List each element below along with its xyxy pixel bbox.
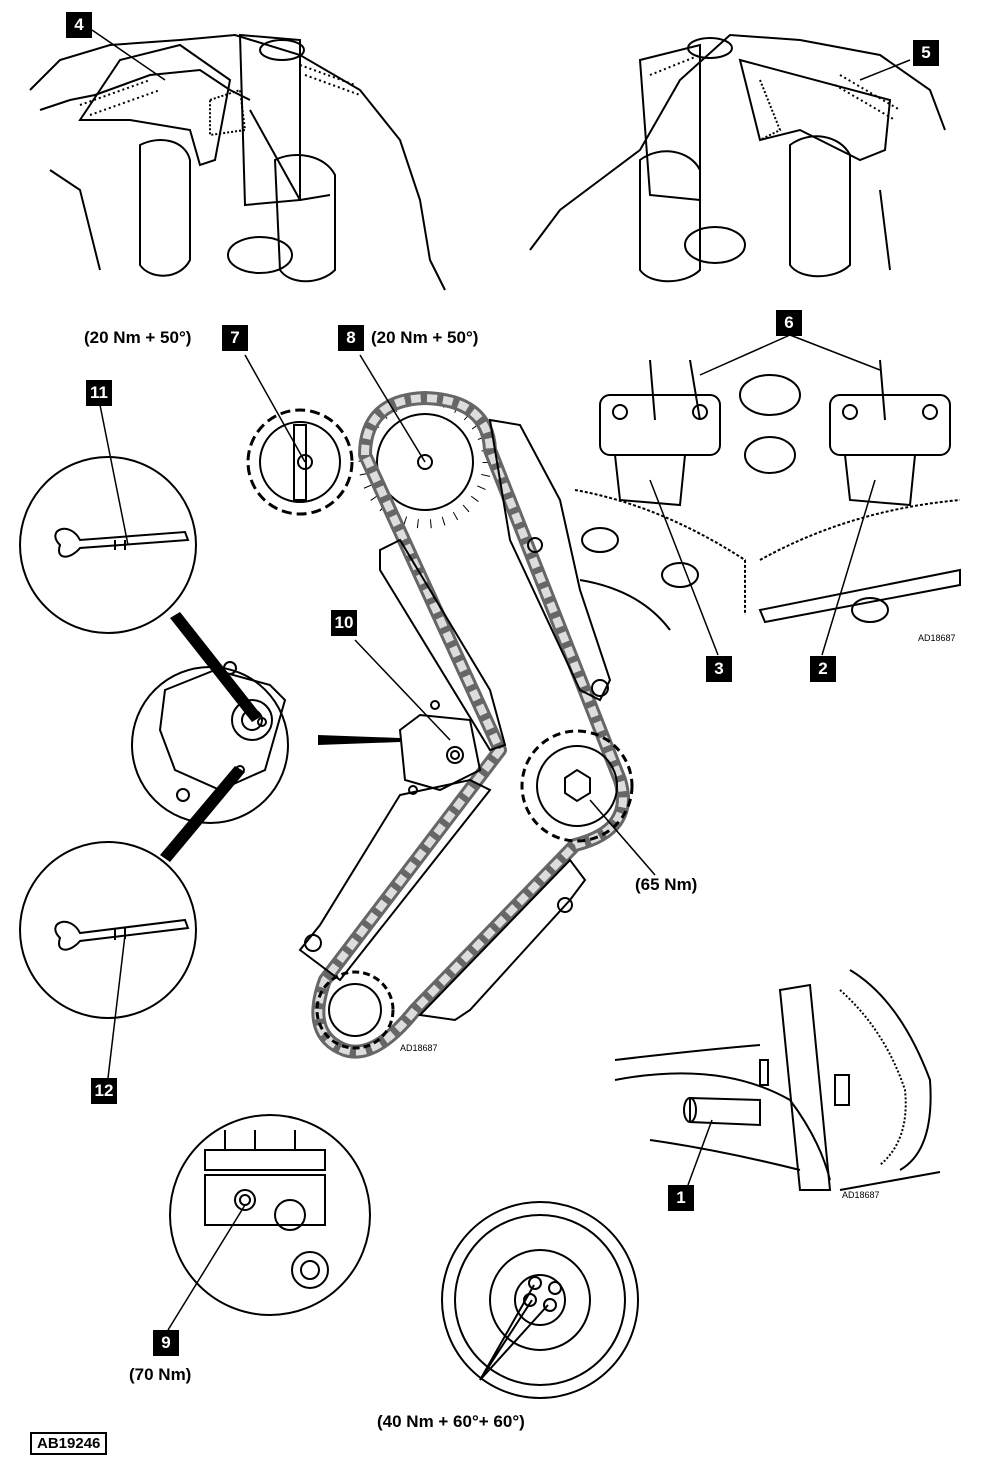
callout-7: 7 [222, 325, 248, 351]
leader-lines [91, 29, 911, 1331]
camshaft-caps-panel [574, 359, 961, 631]
cam-sprocket-left [246, 408, 354, 516]
camshaft-lock-right [529, 33, 946, 283]
camshaft-lock-left [29, 33, 446, 291]
callout-8: 8 [338, 325, 364, 351]
callout-5: 5 [913, 40, 939, 66]
callout-1: 1 [668, 1185, 694, 1211]
callout-11: 11 [86, 380, 112, 406]
drawing-code-crank: AD18687 [842, 1190, 880, 1200]
torque-label-8: (20 Nm + 50°) [371, 328, 479, 347]
torque-label-65: (65 Nm) [635, 875, 698, 894]
flywheel-locking-pin [614, 969, 941, 1191]
chain-tensioner [398, 700, 482, 795]
callout-9: 9 [153, 1330, 179, 1356]
torque-label-9: (70 Nm) [129, 1365, 192, 1384]
drawing-code-cams: AD18687 [918, 633, 956, 643]
callout-4: 4 [66, 12, 92, 38]
drawing-code-chain: AD18687 [400, 1043, 438, 1053]
callout-2: 2 [810, 656, 836, 682]
idler-sprocket [520, 729, 634, 843]
timing-chain [311, 391, 630, 1059]
chain-guides [298, 418, 612, 1022]
detail-circle-9 [169, 1114, 371, 1316]
detail-circle-12 [19, 841, 197, 1019]
torque-label-7: (20 Nm + 50°) [84, 328, 192, 347]
callout-10: 10 [331, 610, 357, 636]
crank-pulley [441, 1201, 639, 1399]
crank-sprocket [315, 970, 395, 1050]
torque-label-pulley: (40 Nm + 60°+ 60°) [377, 1412, 525, 1431]
detail-circle-11 [19, 456, 197, 634]
callout-6: 6 [776, 310, 802, 336]
callout-12: 12 [91, 1078, 117, 1104]
cam-sprocket-right [358, 395, 492, 529]
figure-reference: AB19246 [30, 1432, 108, 1455]
callout-3: 3 [706, 656, 732, 682]
